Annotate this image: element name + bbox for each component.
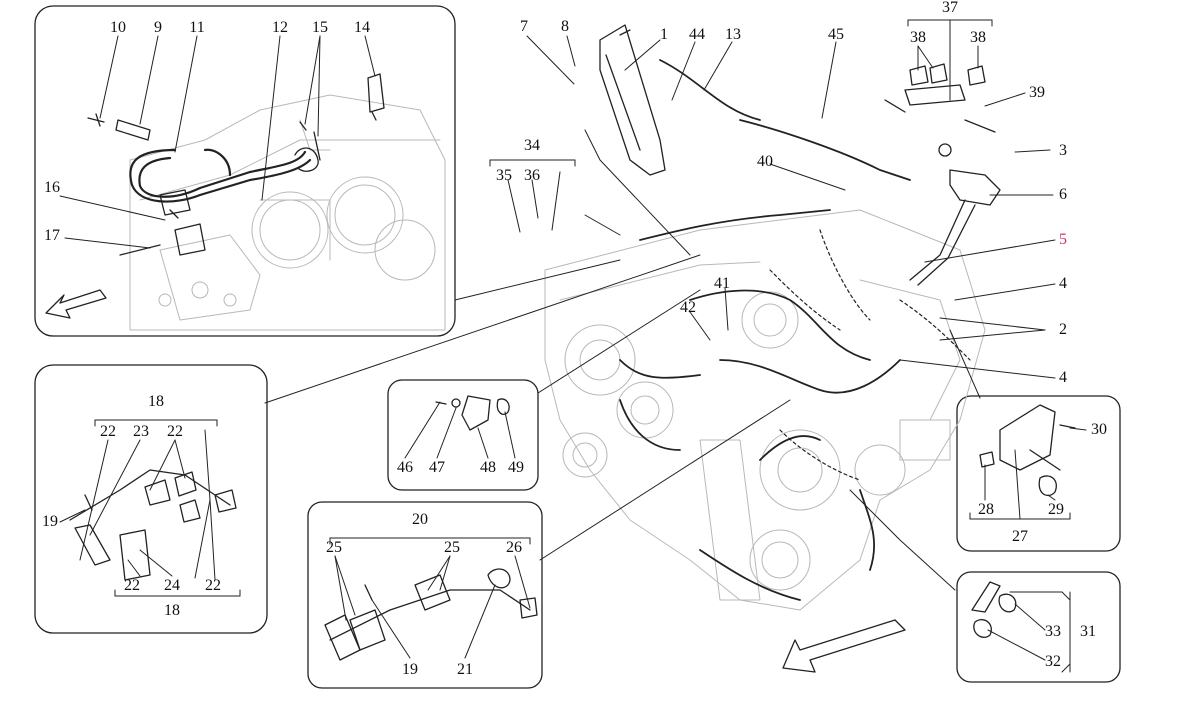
callout-18-top[interactable]: 18 <box>148 393 164 410</box>
callout-11[interactable]: 11 <box>189 19 205 36</box>
clamp-20-parts <box>324 568 538 661</box>
callout-38-right[interactable]: 38 <box>970 29 986 46</box>
callout-25-b[interactable]: 25 <box>444 539 460 556</box>
callout-36[interactable]: 36 <box>524 167 540 184</box>
callout-8[interactable]: 8 <box>561 18 569 35</box>
sensor-parts-panel1 <box>87 73 385 256</box>
callout-29[interactable]: 29 <box>1048 501 1064 518</box>
callout-14[interactable]: 14 <box>354 19 370 36</box>
callout-45[interactable]: 45 <box>828 26 844 43</box>
detail-panel-sensors <box>34 5 456 337</box>
callout-48[interactable]: 48 <box>480 459 496 476</box>
callout-37[interactable]: 37 <box>942 0 958 16</box>
callout-23[interactable]: 23 <box>133 423 149 440</box>
callout-22-a[interactable]: 22 <box>100 423 116 440</box>
callout-2[interactable]: 2 <box>1059 321 1067 338</box>
engine-harness <box>619 59 911 601</box>
callout-44[interactable]: 44 <box>689 26 705 43</box>
callout-19-a[interactable]: 19 <box>42 513 58 530</box>
callout-46[interactable]: 46 <box>397 459 413 476</box>
callout-7[interactable]: 7 <box>520 18 528 35</box>
callout-19-b[interactable]: 19 <box>402 661 418 678</box>
detail-panel-bracket-27 <box>956 395 1121 552</box>
detail-panel-clip-31 <box>956 571 1121 683</box>
callout-24[interactable]: 24 <box>164 577 180 594</box>
engine-block-ghost <box>129 94 446 331</box>
cam-sensor-parts <box>435 395 510 431</box>
callout-38-left[interactable]: 38 <box>910 29 926 46</box>
callout-3[interactable]: 3 <box>1059 142 1067 159</box>
callout-40[interactable]: 40 <box>757 153 773 170</box>
bracket-18-parts <box>69 469 237 581</box>
bracket-37 <box>884 63 996 133</box>
callout-22-b[interactable]: 22 <box>167 423 183 440</box>
callout-9[interactable]: 9 <box>154 19 162 36</box>
callout-1[interactable]: 1 <box>660 26 668 43</box>
leader-lines <box>59 19 1087 673</box>
direction-arrow-icon <box>782 619 906 673</box>
callout-39[interactable]: 39 <box>1029 84 1045 101</box>
sensor-harness-11 <box>129 148 312 203</box>
callout-13[interactable]: 13 <box>725 26 741 43</box>
callout-4-lower[interactable]: 4 <box>1059 369 1067 386</box>
callout-12[interactable]: 12 <box>272 19 288 36</box>
callout-4-upper[interactable]: 4 <box>1059 275 1067 292</box>
callout-5[interactable]: 5 <box>1059 231 1067 248</box>
callout-6[interactable]: 6 <box>1059 186 1067 203</box>
callout-25-a[interactable]: 25 <box>326 539 342 556</box>
callout-17[interactable]: 17 <box>44 227 60 244</box>
callout-35[interactable]: 35 <box>496 167 512 184</box>
clip-31-parts <box>971 581 1017 638</box>
callout-33[interactable]: 33 <box>1045 623 1061 640</box>
detail-panel-brackets <box>34 364 268 634</box>
callout-28[interactable]: 28 <box>978 501 994 518</box>
direction-arrow-icon <box>45 289 107 319</box>
callout-20[interactable]: 20 <box>412 511 428 528</box>
callout-41[interactable]: 41 <box>714 275 730 292</box>
callout-49[interactable]: 49 <box>508 459 524 476</box>
callout-21[interactable]: 21 <box>457 661 473 678</box>
callout-18-bottom[interactable]: 18 <box>164 602 180 619</box>
callout-47[interactable]: 47 <box>429 459 445 476</box>
callout-26[interactable]: 26 <box>506 539 522 556</box>
callout-30[interactable]: 30 <box>1091 421 1107 438</box>
callout-34[interactable]: 34 <box>524 137 540 154</box>
ecu-module <box>599 24 666 176</box>
bracket-27-parts <box>979 404 1076 497</box>
callout-16[interactable]: 16 <box>44 179 60 196</box>
detail-panel-cam-sensor <box>387 379 539 491</box>
callout-32[interactable]: 32 <box>1045 653 1061 670</box>
callout-22-c[interactable]: 22 <box>124 577 140 594</box>
ignition-coil <box>909 143 1001 286</box>
callout-27[interactable]: 27 <box>1012 528 1028 545</box>
engine-harness-dotted <box>769 229 971 481</box>
engine-assembly-ghost <box>544 209 986 611</box>
callout-31[interactable]: 31 <box>1080 623 1096 640</box>
callout-15[interactable]: 15 <box>312 19 328 36</box>
callout-10[interactable]: 10 <box>110 19 126 36</box>
callout-42[interactable]: 42 <box>680 299 696 316</box>
detail-panel-clamps <box>307 501 543 689</box>
callout-22-d[interactable]: 22 <box>205 577 221 594</box>
